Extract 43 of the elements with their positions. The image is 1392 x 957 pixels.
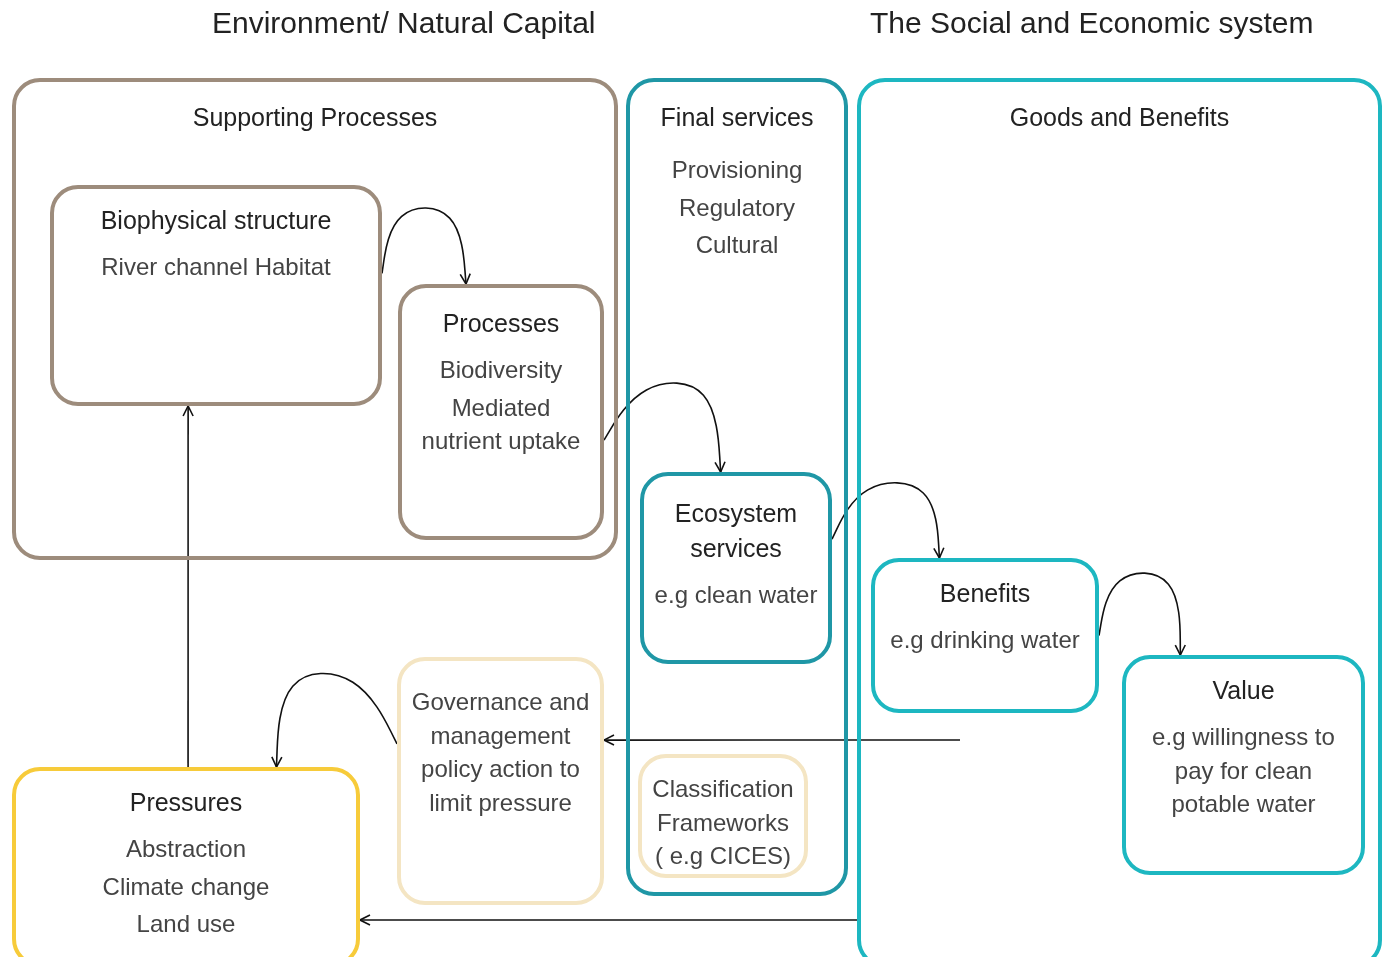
- node-text: Climate change: [101, 871, 271, 902]
- node-text: Cultural: [694, 230, 780, 261]
- group-panel: [12, 78, 618, 560]
- process-box: [12, 767, 360, 957]
- process-box: [640, 472, 832, 664]
- group-panel: [857, 78, 1382, 957]
- note-box: [397, 657, 604, 905]
- process-box: [50, 185, 382, 406]
- process-box: [398, 284, 604, 540]
- node-text: e.g drinking water: [889, 625, 1081, 655]
- group-panel: [626, 78, 848, 896]
- node-heading: Benefits: [938, 578, 1032, 609]
- process-box: [1122, 655, 1365, 875]
- arrow: [182, 405, 194, 768]
- node-heading: Pressures: [128, 787, 244, 818]
- node-text: e.g clean water: [653, 580, 819, 610]
- arrow: [271, 672, 398, 768]
- node-text: Biodiversity: [438, 355, 564, 385]
- arrow: [603, 382, 726, 473]
- node-text: Governance and management policy action to limit pressure: [410, 687, 591, 818]
- node-text: Provisioning: [670, 155, 804, 185]
- section-heading: The Social and Economic system: [870, 6, 1314, 40]
- node-heading: Final services: [659, 102, 815, 133]
- node-heading: Value: [1211, 675, 1276, 706]
- node-text: Regulatory: [677, 192, 797, 223]
- node-text: e.g willingness to pay for clean potable water: [1151, 722, 1336, 820]
- arrow: [603, 734, 961, 746]
- node-text: Classification Frameworks ( e.g CICES): [651, 774, 795, 872]
- arrow: [1098, 572, 1187, 656]
- node-text: River channel Habitat: [100, 252, 332, 282]
- node-heading: Processes: [441, 308, 561, 339]
- node-text: Land use: [135, 909, 237, 940]
- node-heading: Ecosystem services: [673, 498, 799, 564]
- section-heading: Environment/ Natural Capital: [212, 6, 596, 40]
- node-heading: Supporting Processes: [191, 102, 439, 133]
- node-text: Mediated nutrient uptake: [420, 392, 582, 457]
- note-box: [638, 754, 808, 878]
- process-box: [871, 558, 1099, 713]
- arrow: [359, 914, 858, 926]
- node-text: Abstraction: [124, 834, 248, 864]
- node-heading: Biophysical structure: [99, 205, 333, 236]
- node-heading: Goods and Benefits: [1008, 102, 1231, 133]
- arrow: [381, 207, 471, 285]
